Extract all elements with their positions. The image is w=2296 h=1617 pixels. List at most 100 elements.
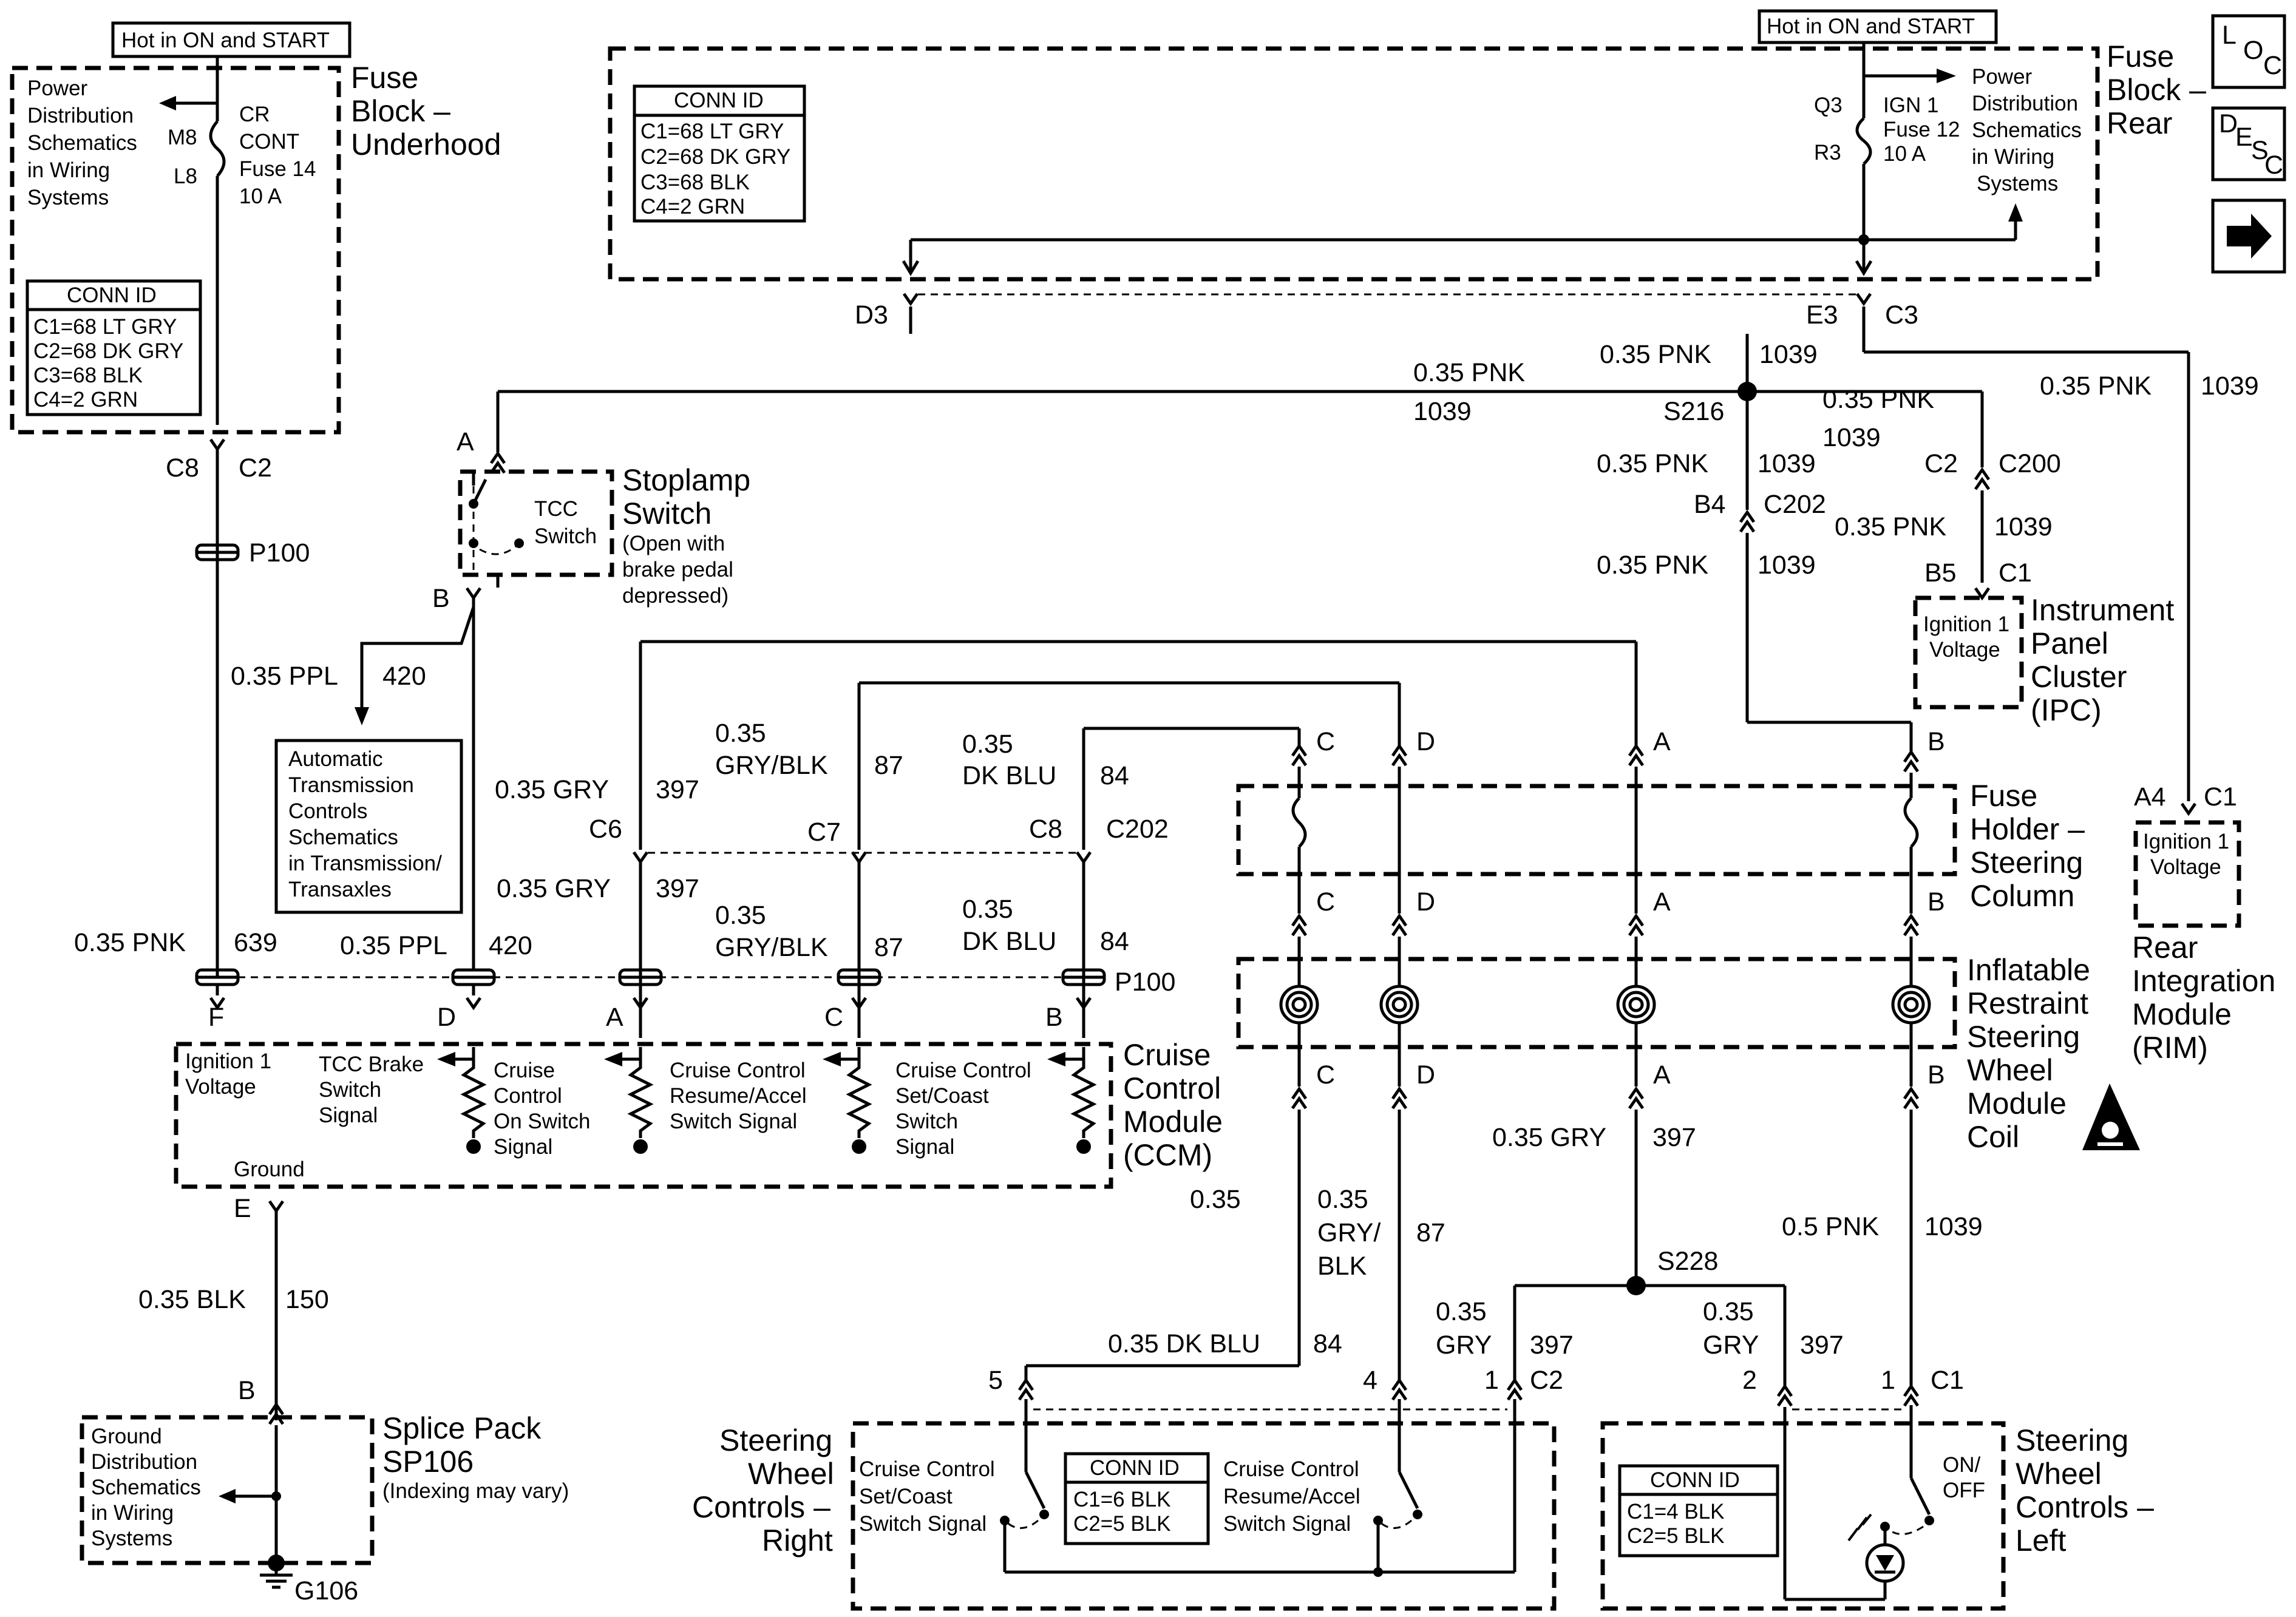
svg-text:C1: C1 [1931,1366,1964,1395]
svg-text:0.35 PNK: 0.35 PNK [1597,449,1708,478]
svg-text:D3: D3 [855,300,888,330]
svg-text:Signal: Signal [319,1103,378,1127]
svg-text:Block –: Block – [351,94,450,128]
svg-text:Switch Signal: Switch Signal [859,1512,987,1536]
svg-text:0.35 PNK: 0.35 PNK [1822,385,1934,414]
svg-text:P100: P100 [1115,968,1175,997]
svg-text:10 A: 10 A [239,185,282,208]
svg-text:C: C [2263,51,2282,80]
ignition-feed-639: P100 0.35 PNK 639 0.35 PPL 420 [74,449,532,977]
svg-text:Switch Signal: Switch Signal [1223,1512,1351,1536]
svg-text:Cruise: Cruise [1123,1038,1211,1072]
svg-text:(Indexing may vary): (Indexing may vary) [382,1479,569,1503]
svg-text:TCC Brake: TCC Brake [319,1053,424,1076]
svg-text:0.35 PNK: 0.35 PNK [1597,551,1708,580]
svg-text:(Open with: (Open with [622,532,725,555]
svg-text:0.35 PNK: 0.35 PNK [1413,358,1525,387]
svg-text:Distribution: Distribution [27,104,134,127]
coil-box [1236,957,1957,1049]
svg-text:C202: C202 [1764,490,1826,519]
svg-text:Schematics: Schematics [27,131,137,155]
svg-text:Hot in ON and START: Hot in ON and START [1767,15,1975,38]
svg-text:S216: S216 [1663,397,1724,426]
svg-text:Automatic: Automatic [288,747,383,771]
svg-text:397: 397 [656,874,699,903]
svg-text:C3=68 BLK: C3=68 BLK [33,364,143,387]
svg-text:Schematics: Schematics [91,1476,201,1499]
svg-text:397: 397 [656,775,699,804]
svg-text:brake pedal: brake pedal [622,558,733,581]
hot-label: Hot in ON and START [121,29,330,52]
svg-text:Fuse: Fuse [351,61,418,95]
svg-text:Set/Coast: Set/Coast [895,1084,989,1108]
svg-text:Steering: Steering [1967,1020,2080,1054]
svg-text:Transaxles: Transaxles [288,878,392,901]
svg-text:BLK: BLK [1317,1252,1367,1281]
svg-text:Distribution: Distribution [91,1450,197,1474]
svg-text:Cruise Control: Cruise Control [1223,1457,1359,1481]
svg-text:P100: P100 [249,538,310,568]
svg-text:C2=68 DK GRY: C2=68 DK GRY [640,145,790,169]
arrow-right-icon[interactable] [2211,198,2286,274]
svg-text:S228: S228 [1657,1247,1718,1276]
svg-text:C2: C2 [1924,449,1958,478]
svg-text:0.35: 0.35 [1436,1297,1487,1326]
desc-button[interactable]: D E S C [2211,106,2286,181]
svg-text:CONN ID: CONN ID [1650,1468,1740,1492]
pnk-1039-bus: 0.35 PNK 1039 0.35 PNK 1039 0.35 PNK 103… [498,307,2259,801]
svg-text:Power: Power [27,76,88,100]
svg-text:(IPC): (IPC) [2031,693,2102,727]
svg-text:Holder –: Holder – [1970,812,2085,846]
svg-text:B: B [1927,727,1945,756]
svg-text:C4=2 GRN: C4=2 GRN [33,388,138,412]
svg-text:Control: Control [494,1084,562,1108]
svg-text:C8: C8 [1029,815,1062,844]
svg-text:C200: C200 [1999,449,2061,478]
svg-text:B: B [1927,887,1945,917]
cruise-control-module: Ignition 1 Voltage TCC Brake Switch Sign… [174,1038,1223,1189]
svg-text:GRY/: GRY/ [1317,1218,1381,1247]
svg-text:GRY: GRY [1436,1331,1492,1360]
svg-text:Voltage: Voltage [1929,638,2000,662]
svg-text:87: 87 [874,751,903,780]
svg-text:Voltage: Voltage [185,1075,256,1099]
svg-text:Ground: Ground [234,1158,305,1181]
svg-text:C4=2 GRN: C4=2 GRN [640,195,745,219]
svg-text:TCC: TCC [534,497,578,521]
svg-text:E: E [2235,123,2253,152]
svg-text:639: 639 [234,928,277,957]
svg-text:Controls –: Controls – [692,1490,830,1524]
ground-path: E 0.35 BLK 150 B [138,1194,329,1424]
svg-text:Splice Pack: Splice Pack [382,1411,542,1445]
svg-text:ON/: ON/ [1943,1453,1981,1477]
svg-text:L8: L8 [174,164,197,188]
svg-text:Restraint: Restraint [1967,986,2088,1020]
svg-text:M8: M8 [168,126,197,149]
svg-text:0.35: 0.35 [962,895,1013,924]
svg-text:in Wiring: in Wiring [1972,145,2054,169]
svg-text:Schematics: Schematics [288,825,398,849]
svg-text:GRY/BLK: GRY/BLK [715,751,828,780]
svg-text:CONN ID: CONN ID [1090,1456,1180,1480]
svg-text:0.35 DK BLU: 0.35 DK BLU [1108,1329,1260,1358]
svg-text:O: O [2243,36,2263,65]
svg-text:CR: CR [239,103,270,126]
svg-text:Switch: Switch [895,1110,958,1133]
svg-text:0.35 PNK: 0.35 PNK [1835,512,1946,541]
svg-text:S: S [2251,136,2269,165]
svg-text:D: D [2219,109,2238,138]
svg-text:Ignition 1: Ignition 1 [2143,830,2229,853]
svg-text:C1=68 LT GRY: C1=68 LT GRY [640,120,784,143]
svg-text:1039: 1039 [1758,551,1816,580]
svg-text:depressed): depressed) [622,584,729,608]
svg-text:1039: 1039 [1822,423,1881,452]
svg-text:Resume/Accel: Resume/Accel [1223,1485,1360,1508]
fuse-symbol [209,120,226,177]
svg-text:Wheel: Wheel [748,1457,834,1491]
loc-button[interactable]: L O C [2211,14,2286,89]
svg-text:C1: C1 [1999,558,2032,588]
svg-text:C1: C1 [2204,782,2237,812]
svg-text:F: F [208,1003,224,1032]
svg-text:On Switch: On Switch [494,1110,591,1133]
